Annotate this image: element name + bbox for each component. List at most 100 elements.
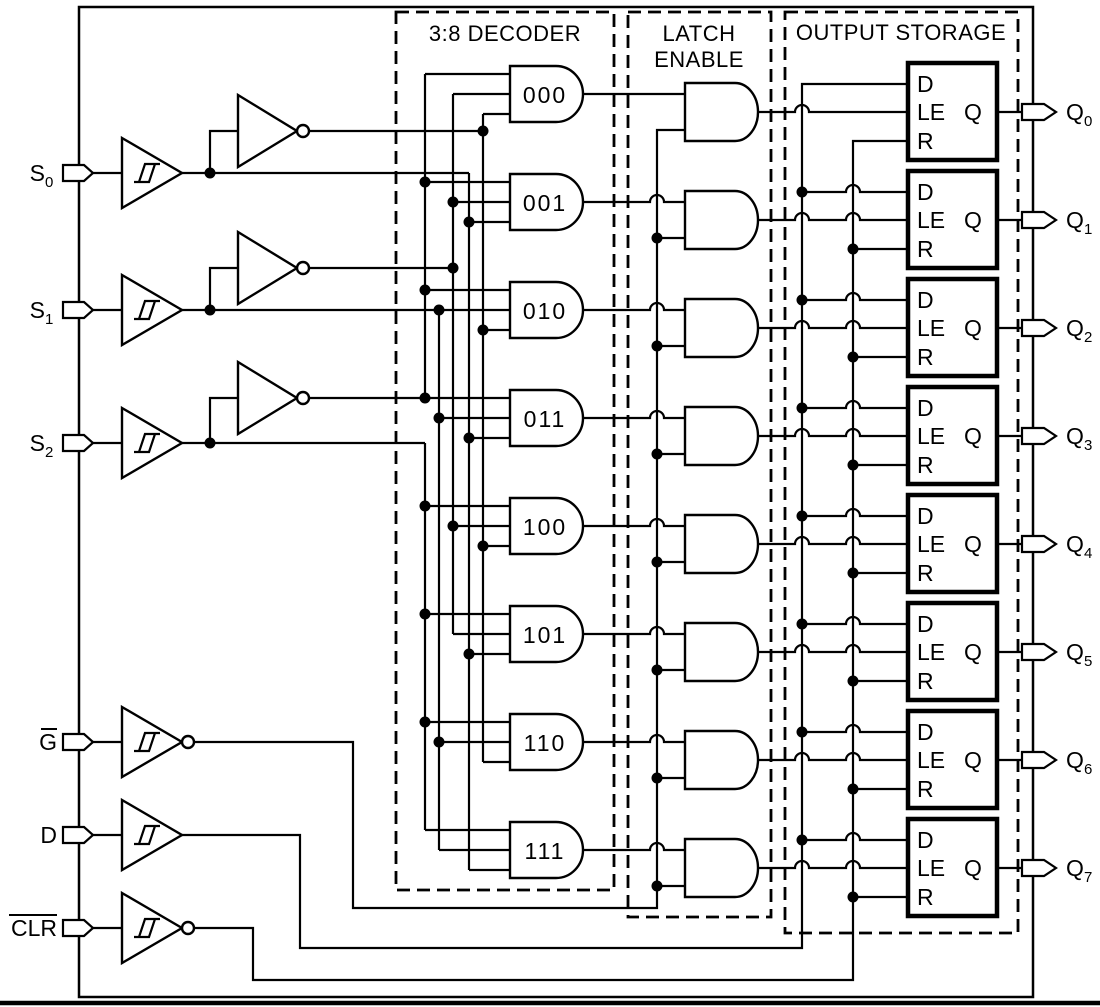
decoder-and-gate-100 xyxy=(508,496,585,556)
wire-le-5 xyxy=(758,643,908,654)
wire-decode-out-7 xyxy=(583,841,685,852)
wire-decode-out-2 xyxy=(583,301,685,312)
decoder-gate-label: 001 xyxy=(523,190,567,216)
decoder-gate-label: 000 xyxy=(523,82,567,108)
hysteresis-icon xyxy=(134,432,160,454)
output-label-sub-q2: 2 xyxy=(1084,329,1092,346)
inverter-bubble-icon xyxy=(295,123,311,139)
output-label-sub-q1: 1 xyxy=(1084,221,1092,238)
latch-pin-label-le: LE xyxy=(917,315,945,341)
inverter-s0 xyxy=(236,92,300,170)
wire-d-stub xyxy=(802,399,908,410)
hysteresis-icon xyxy=(134,162,160,184)
wire-data-rail xyxy=(182,82,908,950)
input-pin-s2 xyxy=(61,433,95,453)
output-label-sub-q4: 4 xyxy=(1084,545,1092,562)
junction-dot xyxy=(796,510,808,522)
inverter-s1 xyxy=(236,229,300,307)
latch-pin-label-le: LE xyxy=(917,207,945,233)
junction-dot xyxy=(651,340,663,352)
junction-dot xyxy=(847,891,859,903)
output-pin-q7 xyxy=(1020,858,1058,878)
input-label-s1: S xyxy=(30,297,45,323)
input-pin-d xyxy=(61,825,95,845)
decoder-section-title: 3:8 DECODER xyxy=(429,21,581,46)
latch-enable-and-gate-q2 xyxy=(683,297,760,359)
latch-enable-and-gate-q4 xyxy=(683,513,760,575)
output-label-sub-q7: 7 xyxy=(1084,869,1092,886)
output-label-q2: Q xyxy=(1066,315,1084,341)
output-pin-q6 xyxy=(1020,750,1058,770)
wire-le-3 xyxy=(758,427,908,438)
latch-pin-label-le: LE xyxy=(917,99,945,125)
input-pin-s0 xyxy=(61,163,95,183)
hysteresis-icon xyxy=(134,299,160,321)
wire-le-7 xyxy=(758,859,908,870)
output-pin-q0 xyxy=(1020,102,1058,122)
inverter-s2 xyxy=(236,359,300,437)
wire-d-stub xyxy=(802,183,908,194)
junction-dot xyxy=(651,232,663,244)
decoder-gate-label: 110 xyxy=(524,730,567,756)
decoder-gate-label: 011 xyxy=(524,406,567,432)
latch-pin-label-le: LE xyxy=(917,531,945,557)
decoder-gate-label: 101 xyxy=(523,622,567,648)
hysteresis-icon xyxy=(134,917,160,939)
latch-pin-label-q: Q xyxy=(964,315,982,341)
junction-dot xyxy=(796,618,808,630)
latch-pin-label-d: D xyxy=(917,827,934,853)
decoder-and-gate-011 xyxy=(508,388,585,448)
junction-dot xyxy=(847,567,859,579)
output-label-q3: Q xyxy=(1066,423,1084,449)
output-label-q4: Q xyxy=(1066,531,1084,557)
input-label-s2: S xyxy=(30,430,45,456)
output-pin-q2 xyxy=(1020,318,1058,338)
wire-d-stub xyxy=(802,615,908,626)
latch-pin-label-q: Q xyxy=(964,747,982,773)
latch-pin-label-q: Q xyxy=(964,207,982,233)
wire-d-stub xyxy=(802,291,908,302)
input-label-sub-s2: 2 xyxy=(45,444,53,461)
latch-pin-label-q: Q xyxy=(964,639,982,665)
latch-q1 xyxy=(905,168,1000,271)
wire-d-stub xyxy=(802,507,908,518)
decoder-section-box xyxy=(394,10,616,892)
output-pin-q4 xyxy=(1020,534,1058,554)
junction-dot xyxy=(796,402,808,414)
latch-q0 xyxy=(905,60,1000,163)
decoder-and-gate-001 xyxy=(508,172,585,232)
latch-pin-label-le: LE xyxy=(917,747,945,773)
wire-le-1 xyxy=(758,211,908,222)
latch-pin-label-r: R xyxy=(917,236,934,262)
decoder-gate-label: 010 xyxy=(523,298,567,324)
latch-pin-label-d: D xyxy=(917,179,934,205)
wire-reset-rail xyxy=(194,139,908,982)
inverter-bubble-icon xyxy=(180,734,196,750)
latch-pin-label-q: Q xyxy=(964,99,982,125)
inverter-bubble-icon xyxy=(180,920,196,936)
junction-dot xyxy=(651,664,663,676)
output-label-sub-q6: 6 xyxy=(1084,761,1092,778)
junction-dot xyxy=(651,772,663,784)
input-label-clr: CLR xyxy=(11,915,57,941)
decoder-and-gate-110 xyxy=(508,712,585,772)
decoder-and-gate-111 xyxy=(508,820,585,880)
wire-d-stub xyxy=(802,831,908,842)
latch-pin-label-r: R xyxy=(917,344,934,370)
output-label-q6: Q xyxy=(1066,747,1084,773)
latch-q5 xyxy=(905,600,1000,703)
output-pin-q1 xyxy=(1020,210,1058,230)
junction-dot xyxy=(651,880,663,892)
wire-decode-out-5 xyxy=(583,625,685,636)
output-storage-section-title: OUTPUT STORAGE xyxy=(796,20,1006,45)
latch-pin-label-q: Q xyxy=(964,423,982,449)
latch-pin-label-q: Q xyxy=(964,855,982,881)
latch-enable-and-gate-q3 xyxy=(683,405,760,467)
wire-inverter-branch xyxy=(208,396,238,443)
inverter-bubble-icon xyxy=(295,390,311,406)
wire-decode-out-6 xyxy=(583,733,685,744)
output-label-q7: Q xyxy=(1066,855,1084,881)
